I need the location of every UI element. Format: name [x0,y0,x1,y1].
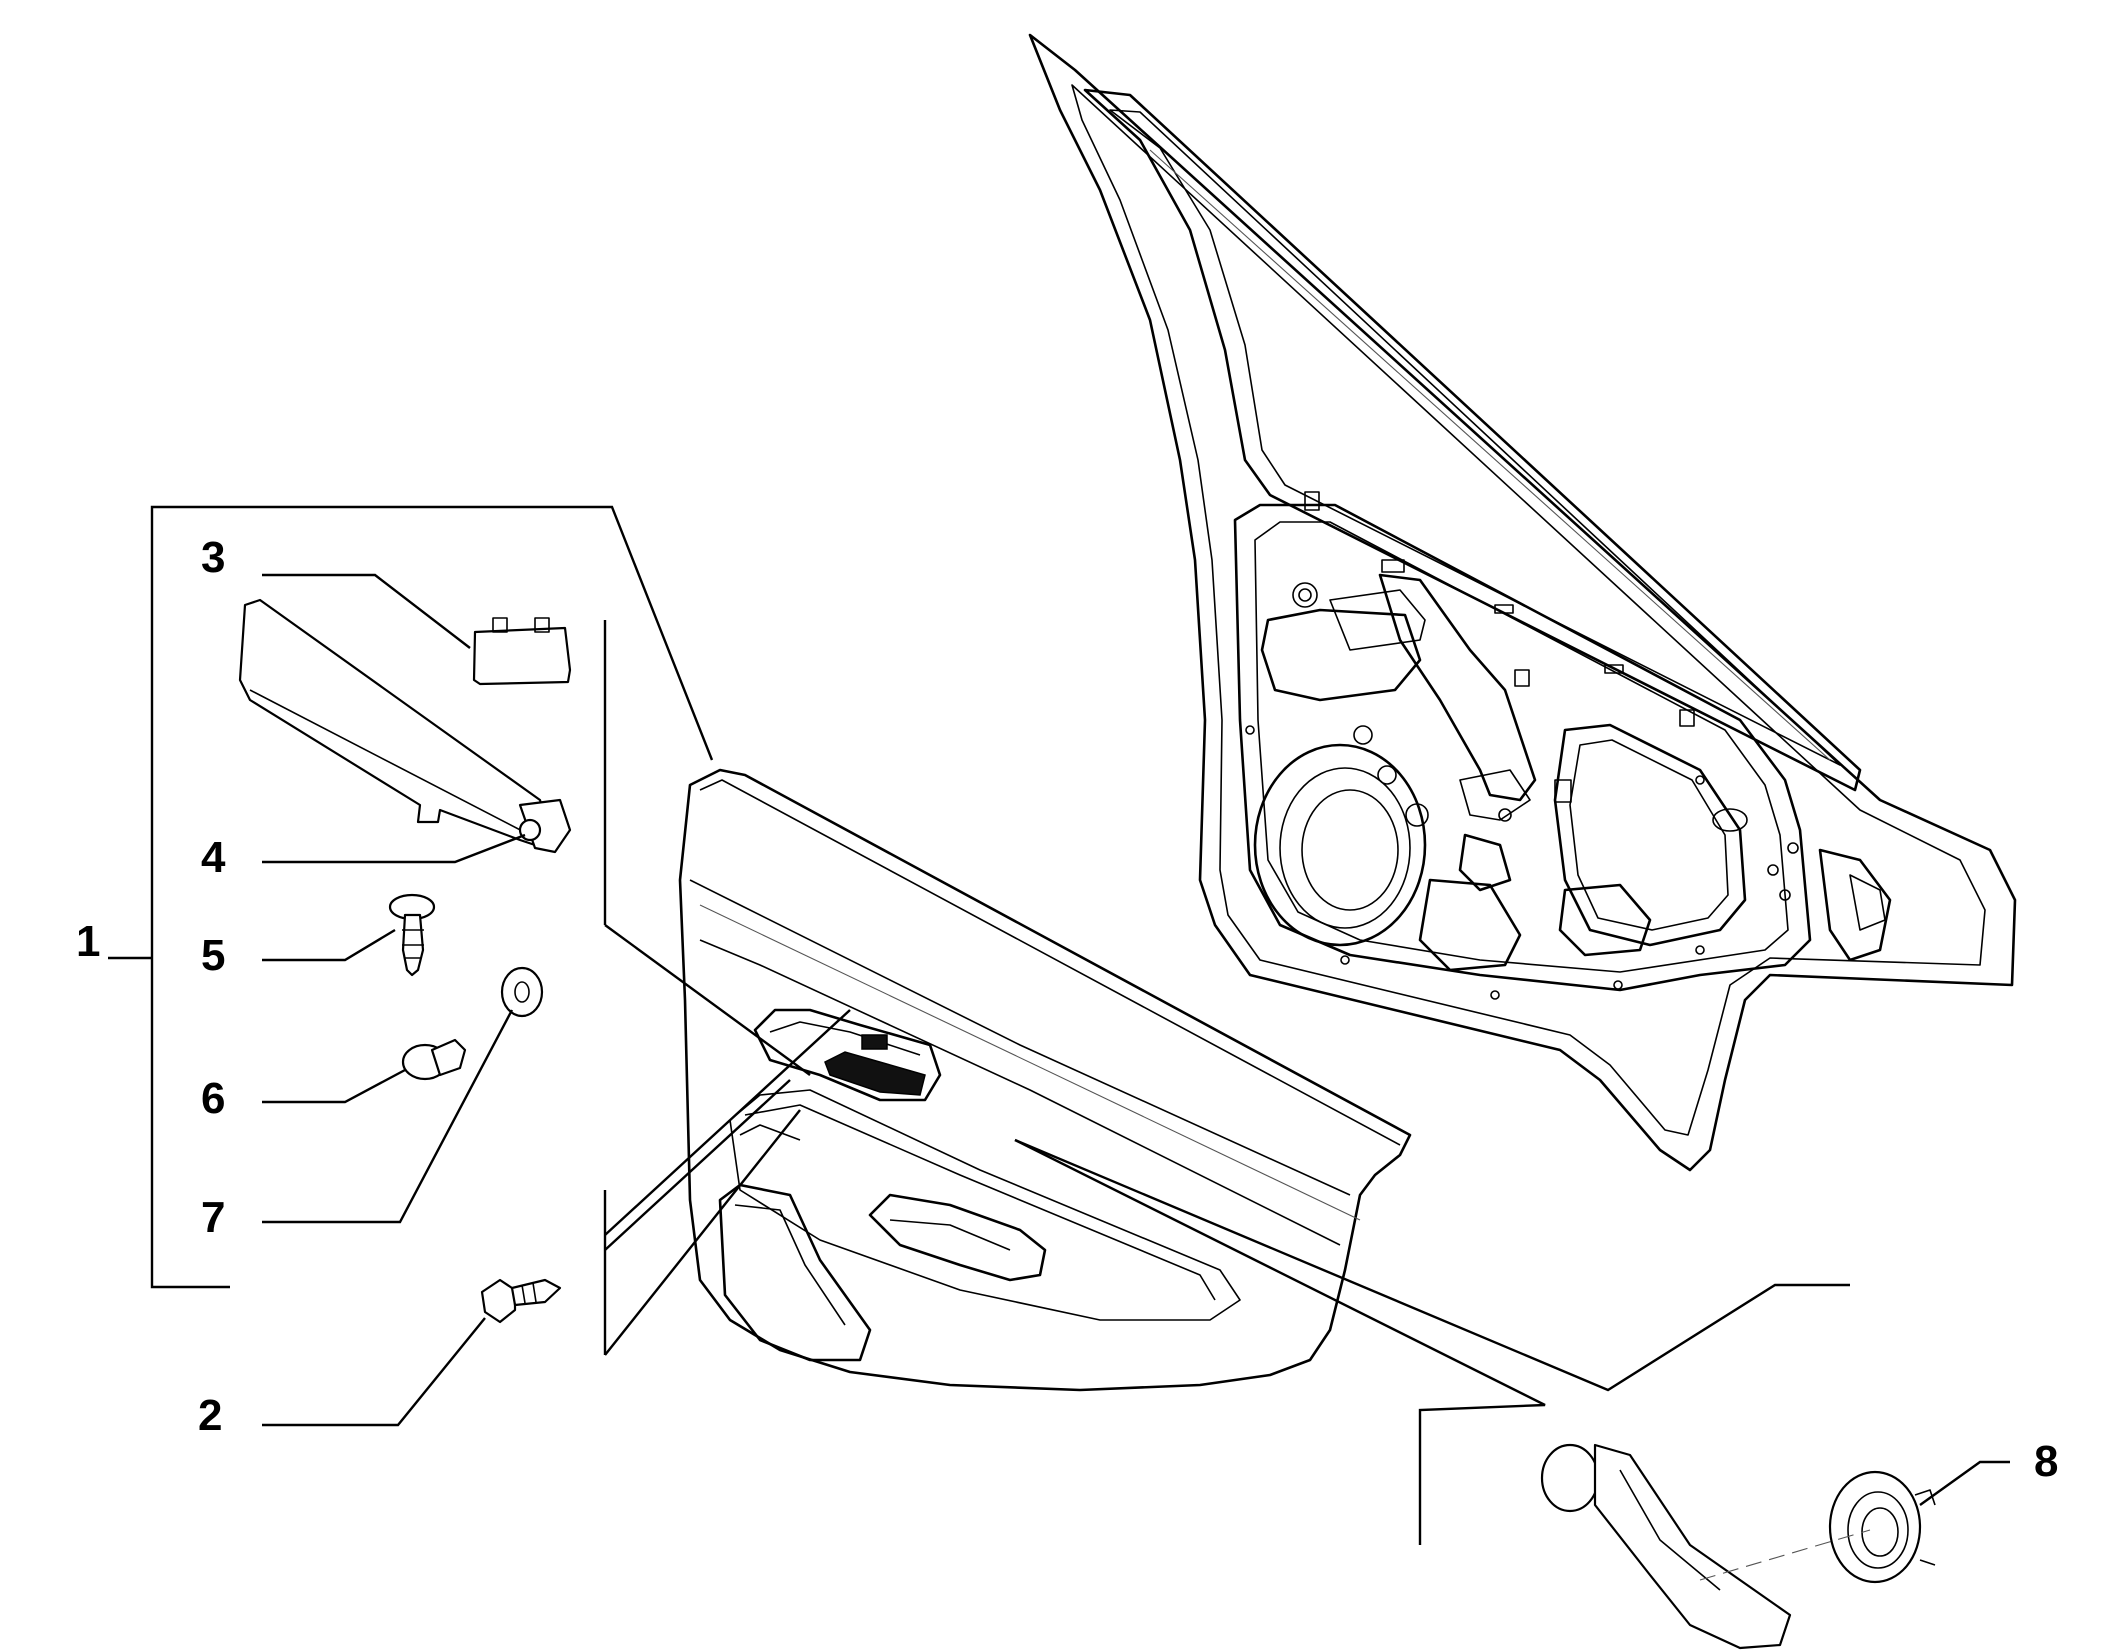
part-7-washer [500,966,544,1018]
callout-8: 8 [2034,1437,2058,1486]
callout-6: 6 [201,1074,225,1123]
part-6-cap [401,1038,467,1081]
callout-1: 1 [76,917,100,966]
door-trim-panel [678,768,1412,1392]
callout-3: 3 [201,533,225,582]
part-5-push-clip [388,893,436,977]
callout-4: 4 [201,833,226,882]
part-4-trim-strip [238,598,572,854]
part-8-escutcheon [1828,1470,1936,1584]
callout-labels: 1 2 3 4 5 6 7 8 [76,533,2058,1486]
part-2-screw [480,1278,562,1324]
part-3-bezel [472,617,572,686]
door-shell [1028,33,2017,1172]
callout-5: 5 [201,931,225,980]
leader-lines [108,505,2010,1581]
callout-2: 2 [198,1391,222,1440]
callout-7: 7 [201,1193,225,1242]
window-winder-handle [1540,1443,1792,1650]
